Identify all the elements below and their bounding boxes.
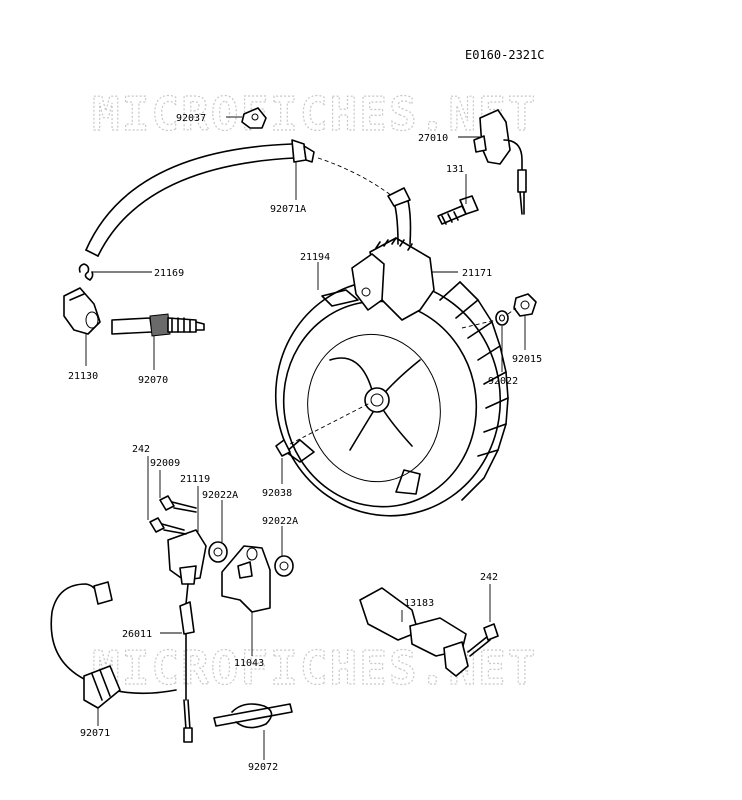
flywheel-housing (274, 279, 509, 517)
spark-plug-92070 (111, 313, 205, 337)
clip-21169 (78, 263, 94, 281)
clamp-92037 (241, 107, 267, 129)
label-27010: 27010 (418, 133, 448, 144)
switch-27010 (473, 109, 527, 215)
high-tension-lead (85, 139, 393, 257)
label-92022: 92022 (488, 376, 518, 387)
washer-92022 (495, 310, 509, 326)
key-92038 (275, 439, 291, 457)
leader-242-92009 (147, 456, 161, 520)
label-131: 131 (446, 164, 464, 175)
wire-loom-92071 (50, 581, 177, 709)
label-242-left: 242 (132, 444, 150, 455)
collar-92022A-right (274, 555, 294, 577)
label-92071: 92071 (80, 728, 110, 739)
watermark-top: MICROFICHES.NET (92, 87, 537, 141)
label-92071A: 92071A (270, 204, 306, 215)
screws-242-92009 (149, 495, 197, 535)
label-21130: 21130 (68, 371, 98, 382)
bolt-131 (437, 195, 479, 225)
label-21119: 21119 (180, 474, 210, 485)
label-92022A-left: 92022A (202, 490, 238, 501)
cable-tie-92072 (213, 703, 293, 729)
label-11043: 11043 (234, 658, 264, 669)
plate-13183 (359, 587, 491, 677)
label-13183: 13183 (404, 598, 434, 609)
label-21169: 21169 (154, 268, 184, 279)
label-92037: 92037 (176, 113, 206, 124)
reference-code: E0160-2321C (465, 48, 544, 62)
label-242-right: 242 (480, 572, 498, 583)
nut-92015 (513, 293, 537, 317)
bracket-11043 (221, 545, 271, 613)
label-26011: 26011 (122, 629, 152, 640)
label-92038: 92038 (262, 488, 292, 499)
label-21194: 21194 (300, 252, 330, 263)
label-21171: 21171 (462, 268, 492, 279)
ignition-coil-21171 (321, 187, 435, 321)
plug-cap-21130 (63, 287, 101, 335)
collar-92022A-left (208, 541, 228, 563)
label-92015: 92015 (512, 354, 542, 365)
harness-26011 (179, 601, 195, 743)
pulser-coil-21119 (167, 529, 207, 605)
label-92072: 92072 (248, 762, 278, 773)
label-92022A-right: 92022A (262, 516, 298, 527)
label-92070: 92070 (138, 375, 168, 386)
bolt-242-right (483, 623, 499, 641)
label-92009: 92009 (150, 458, 180, 469)
